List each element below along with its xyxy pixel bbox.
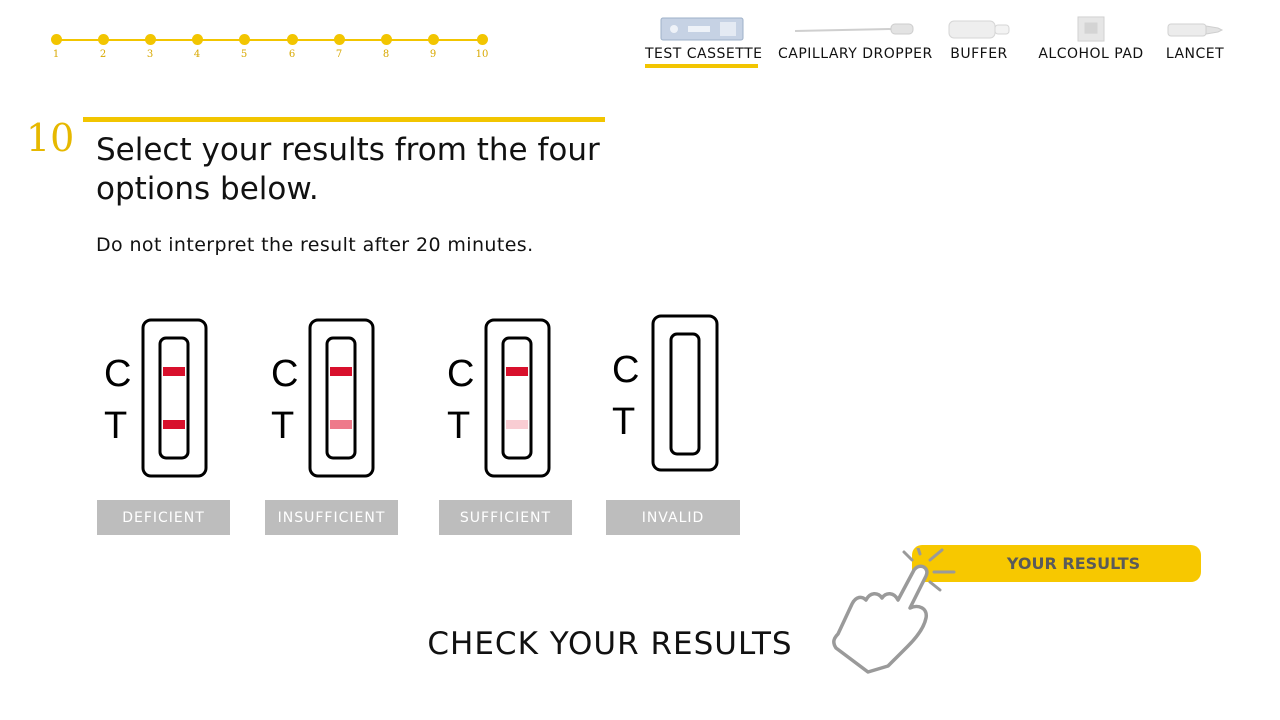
step-5[interactable]: 5 [232,26,256,60]
step-label: 2 [99,49,107,60]
timing-warning: Do not interpret the result after 20 min… [96,234,534,256]
lancet-icon [1167,23,1224,37]
tab-buffer[interactable]: BUFFER [947,16,1011,62]
control-line [506,367,528,376]
test-label: T [447,405,470,447]
step-number: 10 [26,116,75,160]
insufficient-button[interactable]: INSUFFICIENT [265,500,398,535]
capillary-dropper-icon [794,23,913,35]
step-label: 6 [288,49,296,60]
cassette-outline [141,318,208,478]
hand-pointer-icon [832,548,956,674]
step-6[interactable]: 6 [280,26,304,60]
tab-label: LANCET [1165,46,1225,62]
step-dot [380,34,392,45]
cassette-outline [651,314,719,472]
control-line [330,367,352,376]
control-label: C [104,353,131,395]
step-dot [144,34,156,45]
footer-title: CHECK YOUR RESULTS [427,626,793,662]
result-window [669,332,701,456]
step-2[interactable]: 2 [91,26,115,60]
cassette-deficient[interactable]: C T [100,316,212,482]
tab-alcohol-pad[interactable]: ALCOHOL PAD [1038,16,1144,62]
tab-label: CAPILLARY DROPPER [778,46,933,62]
step-label: 8 [382,49,390,60]
tab-capillary-dropper[interactable]: CAPILLARY DROPPER [778,16,933,62]
control-label: C [271,353,298,395]
tab-lancet[interactable]: LANCET [1164,16,1226,62]
tab-test-cassette[interactable]: TEST CASSETTE [645,16,762,68]
deficient-button[interactable]: DEFICIENT [97,500,230,535]
step-dot [50,34,62,45]
step-10[interactable]: 10 [470,26,494,60]
sufficient-button[interactable]: SUFFICIENT [439,500,572,535]
test-label: T [271,405,294,447]
step-dot [427,34,439,45]
step-label: 10 [475,49,489,60]
cassette-insufficient[interactable]: C T [267,316,379,482]
test-line [330,420,352,429]
control-label: C [447,353,474,395]
progress-stepper: 1 2 3 4 5 6 7 8 9 10 [40,26,500,76]
step-3[interactable]: 3 [138,26,162,60]
step-dot [333,34,345,45]
cassette-invalid[interactable]: C T [610,312,722,478]
title-rule [83,117,605,122]
test-line [506,420,528,429]
step-9[interactable]: 9 [421,26,445,60]
tab-label: BUFFER [950,46,1008,62]
step-instruction: Select your results from the four option… [96,132,600,207]
result-window [325,336,357,460]
result-window [158,336,190,460]
your-results-button[interactable]: YOUR RESULTS [912,545,1201,582]
test-line [163,420,185,429]
test-label: T [104,405,127,447]
control-label: C [612,349,639,391]
cassette-outline [308,318,375,478]
step-label: 3 [146,49,154,60]
step-8[interactable]: 8 [374,26,398,60]
step-label: 1 [52,49,60,60]
tab-label: ALCOHOL PAD [1038,46,1144,62]
step-dot [286,34,298,45]
step-label: 7 [335,49,343,60]
step-label: 9 [429,49,437,60]
step-label: 5 [240,49,248,60]
step-1[interactable]: 1 [44,26,68,60]
cassette-sufficient[interactable]: C T [443,316,555,482]
step-dot [191,34,203,45]
result-window [501,336,533,460]
step-dot [476,34,488,45]
test-label: T [612,401,635,443]
step-4[interactable]: 4 [185,26,209,60]
step-dot [238,34,250,45]
alcohol-pad-icon [1077,16,1105,42]
control-line [163,367,185,376]
buffer-bottle-icon [948,20,1010,39]
step-label: 4 [193,49,201,60]
step-7[interactable]: 7 [327,26,351,60]
cassette-outline [484,318,551,478]
invalid-button[interactable]: INVALID [606,500,740,535]
tab-label: TEST CASSETTE [645,46,762,68]
stepper-line [55,39,483,41]
step-dot [97,34,109,45]
test-cassette-icon [660,17,743,41]
